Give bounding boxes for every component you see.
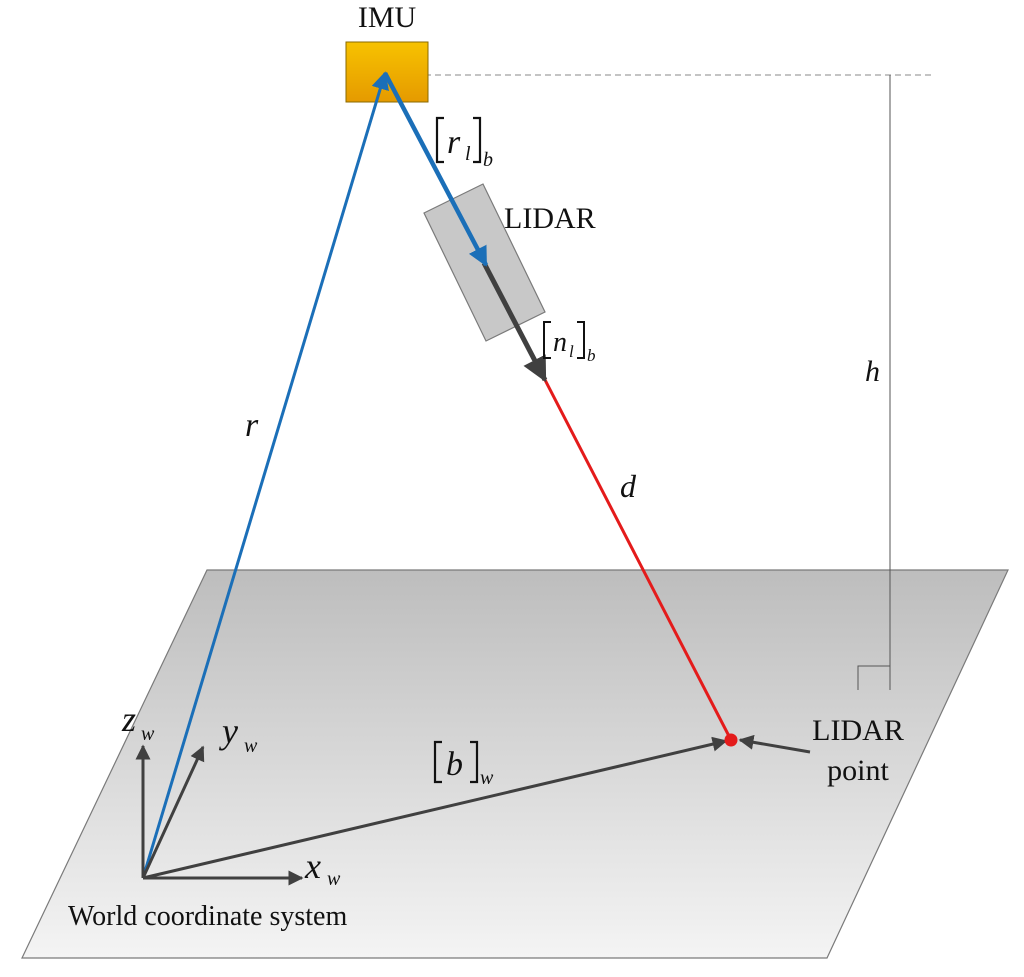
lidar-direction-vector-nl <box>481 261 548 383</box>
lever-arm-vector-rl <box>383 71 488 267</box>
world-y-axis <box>141 745 205 879</box>
d-ray-label: d <box>620 468 637 504</box>
b-w-label: b w <box>433 740 494 789</box>
x-axis-label: x w <box>304 846 341 890</box>
lidar-point-label-line1: LIDAR <box>812 714 904 747</box>
lidar-point-dot <box>724 733 738 747</box>
rl-main-symbol: r <box>447 124 461 161</box>
rl-subscript-l: l <box>465 143 471 165</box>
imu-label: IMU <box>358 1 417 34</box>
nl-subscript-b: b <box>587 346 596 365</box>
y-main-symbol: y <box>219 711 238 751</box>
y-subscript-w: w <box>244 735 258 757</box>
nl-b-label: n l b <box>543 321 596 365</box>
rl-b-label: r l b <box>435 116 493 171</box>
right-angle-marker <box>857 665 890 690</box>
world-coordinate-system-label: World coordinate system <box>68 901 347 932</box>
lidar-point-indicator-arrow <box>738 734 811 754</box>
y-axis-label: y w <box>219 711 258 757</box>
h-height-label: h <box>865 355 880 388</box>
b-subscript-w: w <box>480 767 494 789</box>
lidar-label: LIDAR <box>504 202 596 235</box>
nl-subscript-l: l <box>569 342 574 361</box>
nl-main-symbol: n <box>553 327 567 358</box>
r-vector-label: r <box>245 407 259 444</box>
x-main-symbol: x <box>304 846 321 886</box>
z-main-symbol: z <box>121 699 136 739</box>
position-vector-r <box>141 71 389 879</box>
point-vector-b <box>142 736 728 880</box>
lidar-point-label-line2: point <box>827 754 889 787</box>
x-subscript-w: w <box>327 868 341 890</box>
ground-plane <box>21 569 1009 959</box>
z-subscript-w: w <box>141 723 155 745</box>
z-axis-label: z w <box>121 699 155 745</box>
b-main-symbol: b <box>446 746 463 783</box>
laser-range-ray-d <box>541 375 733 741</box>
rl-subscript-b: b <box>483 149 493 171</box>
